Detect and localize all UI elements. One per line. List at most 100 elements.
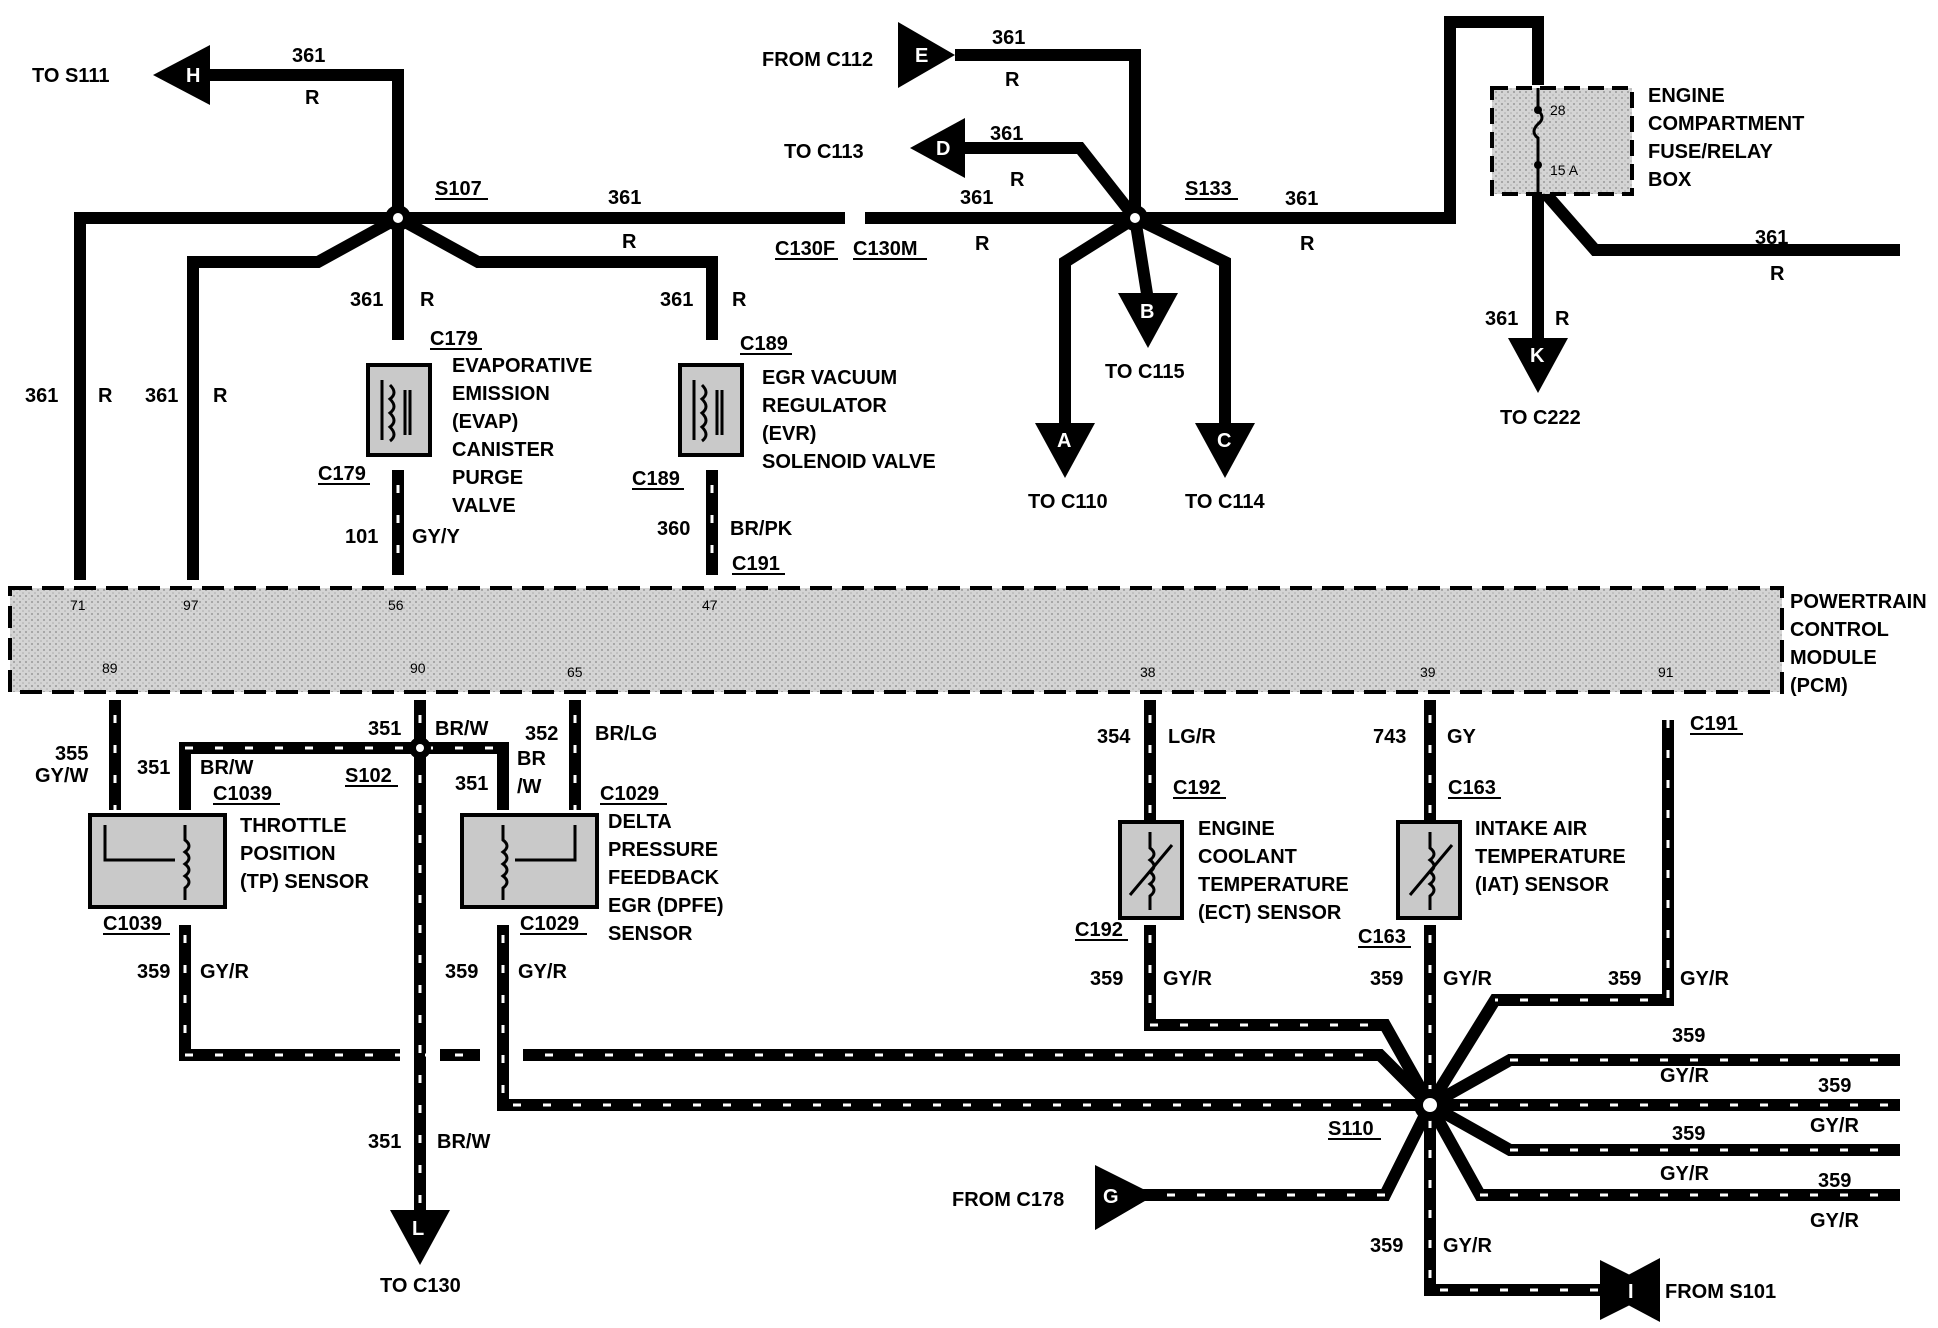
wire-labels: 361 R 361 R 361 R 361 R 361 R 361 R 361 …: [25, 27, 1859, 1257]
connector-c191-right-label: C191: [1690, 713, 1738, 735]
wire-circuit: 359: [1370, 1235, 1403, 1257]
tp-name-line: THROTTLE: [240, 815, 347, 837]
wire-circuit: 359: [1818, 1075, 1851, 1097]
evap-name-line: EMISSION: [452, 383, 550, 405]
connector-g-arrow-body: [1095, 1165, 1155, 1230]
wire-color: R: [732, 289, 747, 311]
wire-color: LG/R: [1168, 726, 1216, 748]
iat-conn-bottom: C163: [1358, 926, 1406, 948]
pcm-pin: 90: [410, 660, 426, 676]
connector-g-label: FROM C178: [952, 1189, 1064, 1211]
splice-s102-label: S102: [345, 765, 392, 787]
pcm-pin: 97: [183, 597, 199, 613]
ect-name-line: ENGINE: [1198, 818, 1275, 840]
connector-d-letter: D: [936, 138, 950, 160]
fuse-box-name-line: BOX: [1648, 169, 1692, 191]
ect-name-line: (ECT) SENSOR: [1198, 902, 1342, 924]
ect-sensor: [1118, 820, 1184, 920]
connector-l-letter: L: [412, 1218, 424, 1240]
wire-color: R: [420, 289, 435, 311]
tp-conn-bottom: C1039: [103, 913, 162, 935]
fuse-box-labels: 28 15 A ENGINE COMPARTMENT FUSE/RELAY BO…: [1550, 85, 1804, 191]
wire-color: GY/R: [1443, 968, 1492, 990]
wire-color: GY/W: [35, 765, 88, 787]
wire-circuit: 361: [660, 289, 693, 311]
pcm-module: [8, 586, 1784, 694]
wire-color: BR/W: [437, 1131, 490, 1153]
wire-circuit: 361: [1485, 308, 1518, 330]
iat-name-line: INTAKE AIR: [1475, 818, 1588, 840]
connector-i-label: FROM S101: [1665, 1281, 1776, 1303]
fuse-box-name-line: COMPARTMENT: [1648, 113, 1804, 135]
wire-color: R: [975, 233, 990, 255]
wire-circuit: 351: [368, 1131, 401, 1153]
evr-name-line: EGR VACUUM: [762, 367, 897, 389]
wire-circuit: 101: [345, 526, 378, 548]
evap-name-line: (EVAP): [452, 411, 518, 433]
iat-name-line: TEMPERATURE: [1475, 846, 1626, 868]
lower-wires: [109, 700, 1900, 1296]
wire-circuit: 359: [1818, 1170, 1851, 1192]
connector-labels: TO S111 FROM C112 TO C113 TO C115 TO C11…: [32, 49, 1776, 1303]
connector-d-arrow: [910, 118, 965, 178]
wire-circuit: 361: [1755, 227, 1788, 249]
evap-conn-bottom: C179: [318, 463, 366, 485]
wire-color: BR/LG: [595, 723, 657, 745]
ect-name-line: COOLANT: [1198, 846, 1297, 868]
wire-circuit: 359: [137, 961, 170, 983]
pcm-pin: 39: [1420, 664, 1436, 680]
connector-d-label: TO C113: [784, 141, 864, 163]
pcm-pin: 65: [567, 664, 583, 680]
wire-circuit: 359: [1090, 968, 1123, 990]
evr-solenoid-labels: C189 C189 EGR VACUUM REGULATOR (EVR) SOL…: [632, 333, 936, 490]
ect-name-line: TEMPERATURE: [1198, 874, 1349, 896]
wire-color: R: [1010, 169, 1025, 191]
ect-sensor-labels: C192 C192 ENGINE COOLANT TEMPERATURE (EC…: [1075, 777, 1349, 941]
connector-k-letter: K: [1530, 345, 1545, 367]
connector-a-arrow: [1035, 423, 1095, 478]
wire-color: /W: [517, 776, 542, 798]
wire-circuit: 359: [1672, 1123, 1705, 1145]
wire-circuit: 355: [55, 743, 88, 765]
connector-k-arrow: [1508, 338, 1568, 393]
dpfe-conn-top: C1029: [600, 783, 659, 805]
connector-c-arrow: [1195, 423, 1255, 478]
pcm-name-line: CONTROL: [1790, 619, 1889, 641]
wire-color: GY/R: [518, 961, 567, 983]
wire-color: R: [622, 231, 637, 253]
wire-color: GY/R: [1810, 1115, 1859, 1137]
splice-dots: [385, 205, 1446, 1121]
wire-circuit: 359: [1370, 968, 1403, 990]
wire-color: GY/R: [1163, 968, 1212, 990]
dpfe-name-line: SENSOR: [608, 923, 693, 945]
evr-conn-top: C189: [740, 333, 788, 355]
wire-circuit: 361: [145, 385, 178, 407]
evap-name-line: VALVE: [452, 495, 516, 517]
pcm-name-line: MODULE: [1790, 647, 1877, 669]
fuse-box-name-line: FUSE/RELAY: [1648, 141, 1774, 163]
iat-sensor-labels: C163 C163 INTAKE AIR TEMPERATURE (IAT) S…: [1358, 777, 1626, 948]
connector-b-letter: B: [1140, 301, 1154, 323]
wire-circuit: 352: [525, 723, 558, 745]
tp-name-line: POSITION: [240, 843, 336, 865]
connector-l-label: TO C130: [380, 1275, 461, 1297]
pcm-labels: POWERTRAIN CONTROL MODULE (PCM) 71 97 56…: [70, 591, 1927, 697]
fuse-box-name-line: ENGINE: [1648, 85, 1725, 107]
connector-k-label: TO C222: [1500, 407, 1581, 429]
connector-h-letter: H: [186, 65, 200, 87]
evr-name-line: SOLENOID VALVE: [762, 451, 936, 473]
wire-circuit: 743: [1373, 726, 1406, 748]
wire-color: GY/R: [1680, 968, 1729, 990]
connector-i-letter: I: [1628, 1281, 1634, 1303]
connector-h-arrow: [153, 45, 210, 105]
wire-circuit: 361: [1285, 188, 1318, 210]
dpfe-conn-bottom: C1029: [520, 913, 579, 935]
wire-color: BR/PK: [730, 518, 793, 540]
evap-name-line: EVAPORATIVE: [452, 355, 592, 377]
dpfe-name-line: DELTA: [608, 811, 672, 833]
splice-labels: S107 S133 S102 S110 C130F C130M C191 C19…: [345, 178, 1743, 1140]
wire-circuit: 359: [1608, 968, 1641, 990]
wire-color: GY/R: [1660, 1163, 1709, 1185]
ect-conn-top: C192: [1173, 777, 1221, 799]
evap-canister-purge-valve: [366, 363, 432, 457]
